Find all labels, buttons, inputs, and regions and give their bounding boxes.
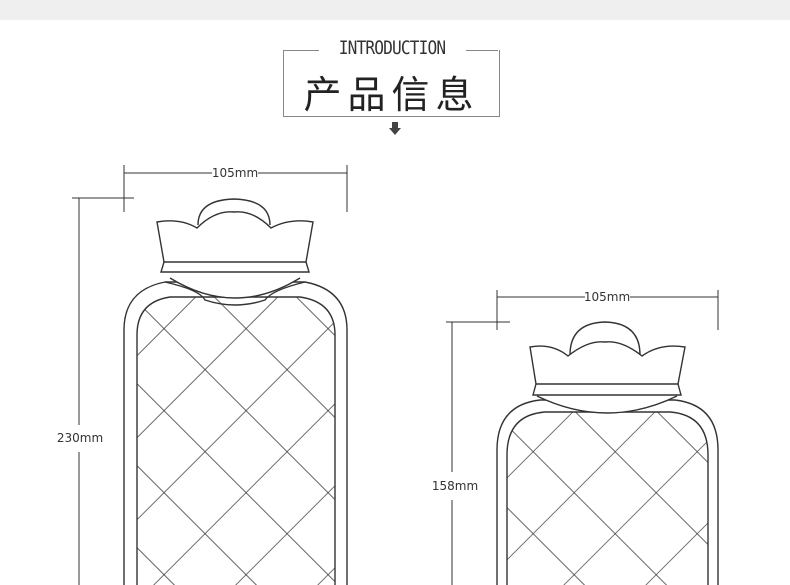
large-width-label: 105mm <box>212 166 258 180</box>
large-height-label: 230mm <box>57 431 103 445</box>
small-height-label: 158mm <box>432 479 478 493</box>
intro-title-cn: 产品信息 <box>303 73 480 117</box>
arrow-down-icon <box>389 122 401 135</box>
small-bottle <box>496 321 719 585</box>
dimension-lines <box>72 165 719 585</box>
intro-frame <box>283 50 500 117</box>
intro-frame-line <box>466 50 498 51</box>
large-bottle <box>123 198 348 585</box>
top-bar <box>0 0 790 20</box>
intro-frame-line <box>283 50 319 51</box>
small-width-label: 105mm <box>584 290 630 304</box>
intro-title-en: INTRODUCTION <box>329 37 455 59</box>
